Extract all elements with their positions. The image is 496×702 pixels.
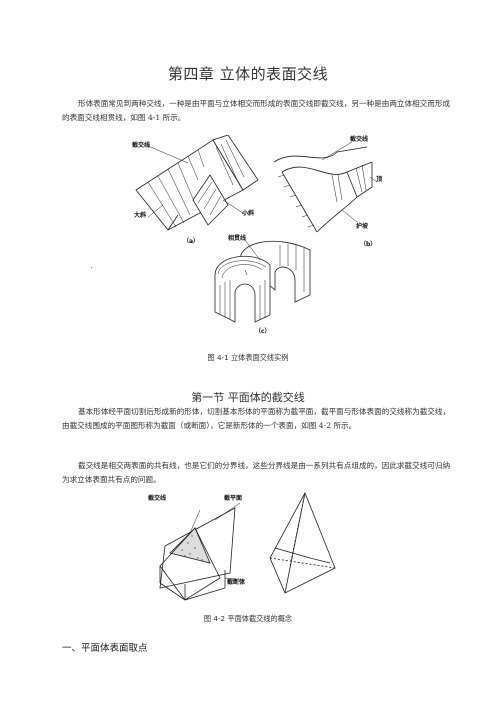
figure-4-1-a: 截交线 大斜 小斜 （a） bbox=[128, 135, 268, 245]
figure-4-1-c: 相贯线 （c） bbox=[200, 230, 325, 335]
section-title: 第一节 平面体的截交线 bbox=[191, 391, 305, 404]
figure-4-1-caption: 图 4-1 立体表面交线实例 bbox=[207, 353, 289, 362]
label-xiangguanxian: 相贯线 bbox=[228, 234, 246, 242]
figure-4-1-c-drawing: 相贯线 （c） bbox=[214, 234, 311, 335]
section-paragraph-1: 基本形体经平面切割后形成新的形体，切割基本形体的平面称为截平面，截平面与形体表面… bbox=[62, 407, 451, 430]
label-tag-b: （b） bbox=[360, 240, 376, 248]
figure-4-1-b-drawing: 截交线 顶 护坡 （b） bbox=[273, 135, 382, 248]
section-paragraph-2: 截交线是相交两表面的共有线，也是它们的分界线，这些分界线是由一系列共有点组成的，… bbox=[62, 461, 451, 484]
label-tag-c: （c） bbox=[255, 327, 271, 335]
label-fu: 顶 bbox=[376, 175, 382, 183]
figure-4-1-b: 截交线 顶 护坡 （b） bbox=[262, 132, 387, 250]
intro-paragraph: 形体表面常见到两种交线，一种是由平面与立体相交而形成的表面交线即截交线，另一种是… bbox=[62, 99, 451, 122]
label-jieduanti: 截断体 bbox=[227, 578, 246, 586]
figure-4-2-drawing: 截交线 截平面 截断体 bbox=[148, 492, 336, 601]
subsection-title: 一、平面体表面取点 bbox=[62, 643, 148, 654]
stray-dot bbox=[91, 267, 92, 268]
label-jiepingmian: 截平面 bbox=[224, 494, 242, 502]
figure-4-2: 截交线 截平面 截断体 bbox=[140, 488, 340, 608]
figure-4-2-caption: 图 4-2 平面体截交线的概念 bbox=[203, 614, 293, 623]
label-daxie: 大斜 bbox=[134, 211, 146, 219]
figure-4-1-a-drawing: 截交线 大斜 小斜 （a） bbox=[132, 135, 259, 245]
label-tag-a: （a） bbox=[183, 237, 199, 245]
label-jiejiaoxian: 截交线 bbox=[148, 494, 166, 502]
label-jiejiaoxian-b: 截交线 bbox=[350, 135, 368, 143]
chapter-title: 第四章 立体的表面交线 bbox=[167, 65, 329, 83]
label-jiejiaoxian-a: 截交线 bbox=[132, 141, 150, 149]
label-hupo: 护坡 bbox=[356, 222, 368, 230]
label-xiaoxie: 小斜 bbox=[241, 209, 254, 217]
